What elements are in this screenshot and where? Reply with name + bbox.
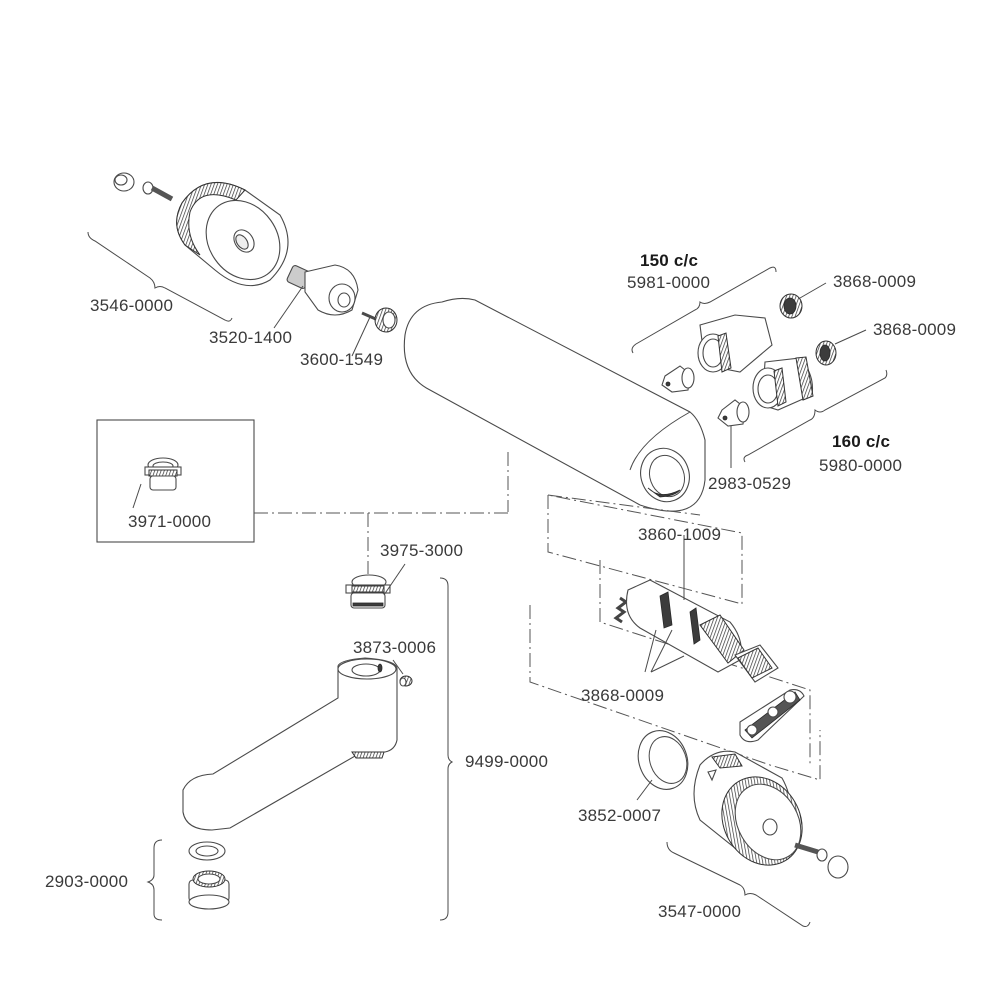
label-150-cc: 150 c/c: [640, 251, 699, 270]
part-3852-0007-retaining-nut: [636, 730, 689, 801]
grub-screw-3873-0006: [392, 659, 413, 687]
part-3975-3000-adaptor: [345, 563, 406, 609]
label-2903-0000: 2903-0000: [45, 872, 129, 891]
handle-screw: [794, 842, 849, 879]
temperature-lever-link: [739, 689, 805, 743]
label-160-cc: 160 c/c: [832, 432, 891, 451]
label-3546-0000: 3546-0000: [90, 296, 174, 315]
part-3600-1549-knob: [351, 307, 398, 357]
label-3852-0007: 3852-0007: [578, 806, 662, 825]
label-3868-0009-lower: 3868-0009: [873, 320, 957, 339]
label-3547-0000: 3547-0000: [658, 902, 742, 921]
part-5981-0000-150cc-fittings: [631, 266, 777, 393]
part-2903-0000-aerator: [146, 839, 230, 921]
bracket-3546: [87, 231, 233, 322]
bracket-3547: [666, 841, 811, 927]
part-3868-0009-filter-upper: [779, 282, 827, 319]
leaders-3868-0009-orings: [644, 629, 685, 673]
label-3975-3000: 3975-3000: [380, 541, 464, 560]
label-3868-0009-upper: 3868-0009: [833, 272, 917, 291]
part-9499-0000-spout: [182, 577, 454, 921]
part-3860-1009-thermostatic-cartridge: [613, 535, 779, 683]
inset-box-3971-0000: [96, 419, 255, 543]
part-3520-1400-flow-cartridge: [273, 264, 359, 329]
handle-body: [176, 182, 289, 287]
label-3868-0009-orings: 3868-0009: [581, 686, 665, 705]
label-9499-0000: 9499-0000: [465, 752, 549, 771]
bracket-9499: [439, 577, 454, 921]
label-3600-1549: 3600-1549: [300, 350, 384, 369]
label-5980-0000: 5980-0000: [819, 456, 903, 475]
mixer-body: [403, 297, 706, 512]
check-valve-lower: [717, 399, 750, 427]
label-3873-0006: 3873-0006: [353, 638, 437, 657]
label-2983-0529: 2983-0529: [708, 474, 792, 493]
screw: [142, 181, 174, 202]
part-3868-0009-filter-lower: [815, 329, 867, 366]
check-valve-upper: [661, 365, 695, 393]
bracket-2903: [146, 839, 163, 921]
part-5980-0000-160cc-fittings: [717, 356, 888, 468]
label-5981-0000: 5981-0000: [627, 273, 711, 292]
label-3860-1009: 3860-1009: [638, 525, 722, 544]
label-3520-1400: 3520-1400: [209, 328, 293, 347]
part-3547-0000-temperature-handle: [666, 750, 849, 927]
part-3546-0000-handle-assembly: [87, 172, 289, 322]
label-3971-0000: 3971-0000: [128, 512, 212, 531]
cap-nut: [113, 172, 135, 192]
